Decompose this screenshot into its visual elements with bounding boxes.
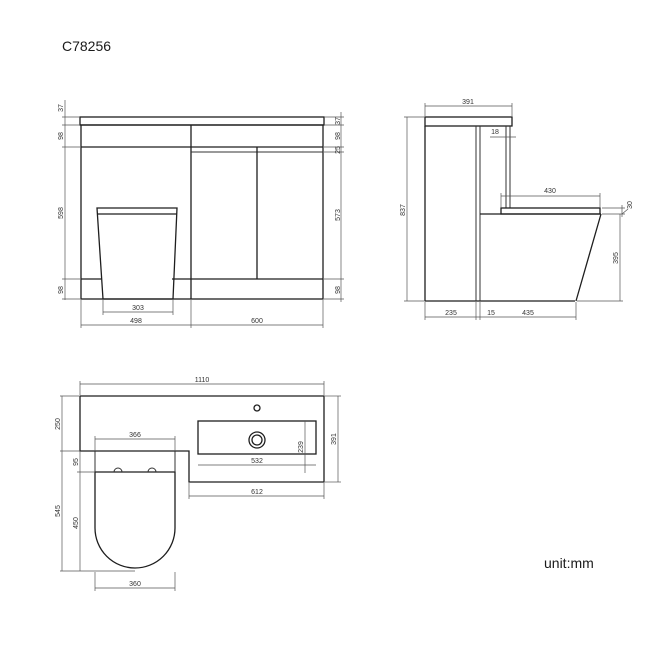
side-worktop: [424, 116, 513, 127]
dim-37-right: 37: [335, 117, 342, 125]
dim-250: 250: [55, 418, 62, 430]
dim-612: 612: [251, 489, 263, 496]
dim-573: 573: [335, 209, 342, 221]
dim-532: 532: [251, 458, 263, 465]
top-basin: [197, 420, 317, 455]
dim-37-left: 37: [58, 104, 65, 112]
model-number: C78256: [62, 38, 112, 54]
dim-450: 450: [73, 517, 80, 529]
dim-435: 435: [522, 310, 534, 317]
side-pan-slope: [575, 213, 602, 302]
dim-837: 837: [400, 204, 407, 216]
side-view: 391 837 18 430 30 395 235 15 435: [400, 99, 634, 320]
dim-239: 239: [298, 441, 305, 453]
dim-98-left-bot: 98: [58, 286, 65, 294]
drain-outer: [248, 431, 266, 449]
dim-98-left-top: 98: [58, 132, 65, 140]
dim-15: 15: [487, 310, 495, 317]
front-view: 37 98 598 98 37 98 25 573 98 303 498 600: [58, 100, 344, 328]
side-seat: [500, 207, 601, 215]
front-worktop: [79, 116, 325, 126]
dim-598: 598: [58, 207, 65, 219]
dim-30: 30: [627, 201, 634, 209]
unit-label: unit:mm: [544, 555, 594, 571]
dim-98-right-bot: 98: [335, 286, 342, 294]
dim-303: 303: [132, 305, 144, 312]
dim-98-right-top: 98: [335, 132, 342, 140]
top-toilet-seat: [94, 471, 176, 569]
dim-391-top: 391: [331, 433, 338, 445]
top-view: 1110 391 250 545 95 450 366 360 532 239 …: [55, 377, 341, 591]
dim-366: 366: [129, 432, 141, 439]
dim-95: 95: [73, 458, 80, 466]
dim-498: 498: [130, 318, 142, 325]
dim-235: 235: [445, 310, 457, 317]
tap-hole: [253, 404, 261, 412]
dim-395: 395: [613, 252, 620, 264]
dim-391-side: 391: [462, 99, 474, 106]
dim-25: 25: [335, 146, 342, 154]
dim-1110: 1110: [195, 377, 210, 384]
dim-360: 360: [129, 581, 141, 588]
drain-inner: [251, 434, 263, 446]
front-toilet: [96, 207, 178, 300]
dim-545: 545: [55, 505, 62, 517]
dim-430: 430: [544, 188, 556, 195]
front-cabinet: [80, 124, 324, 300]
dim-18: 18: [491, 129, 499, 136]
dim-600: 600: [251, 318, 263, 325]
